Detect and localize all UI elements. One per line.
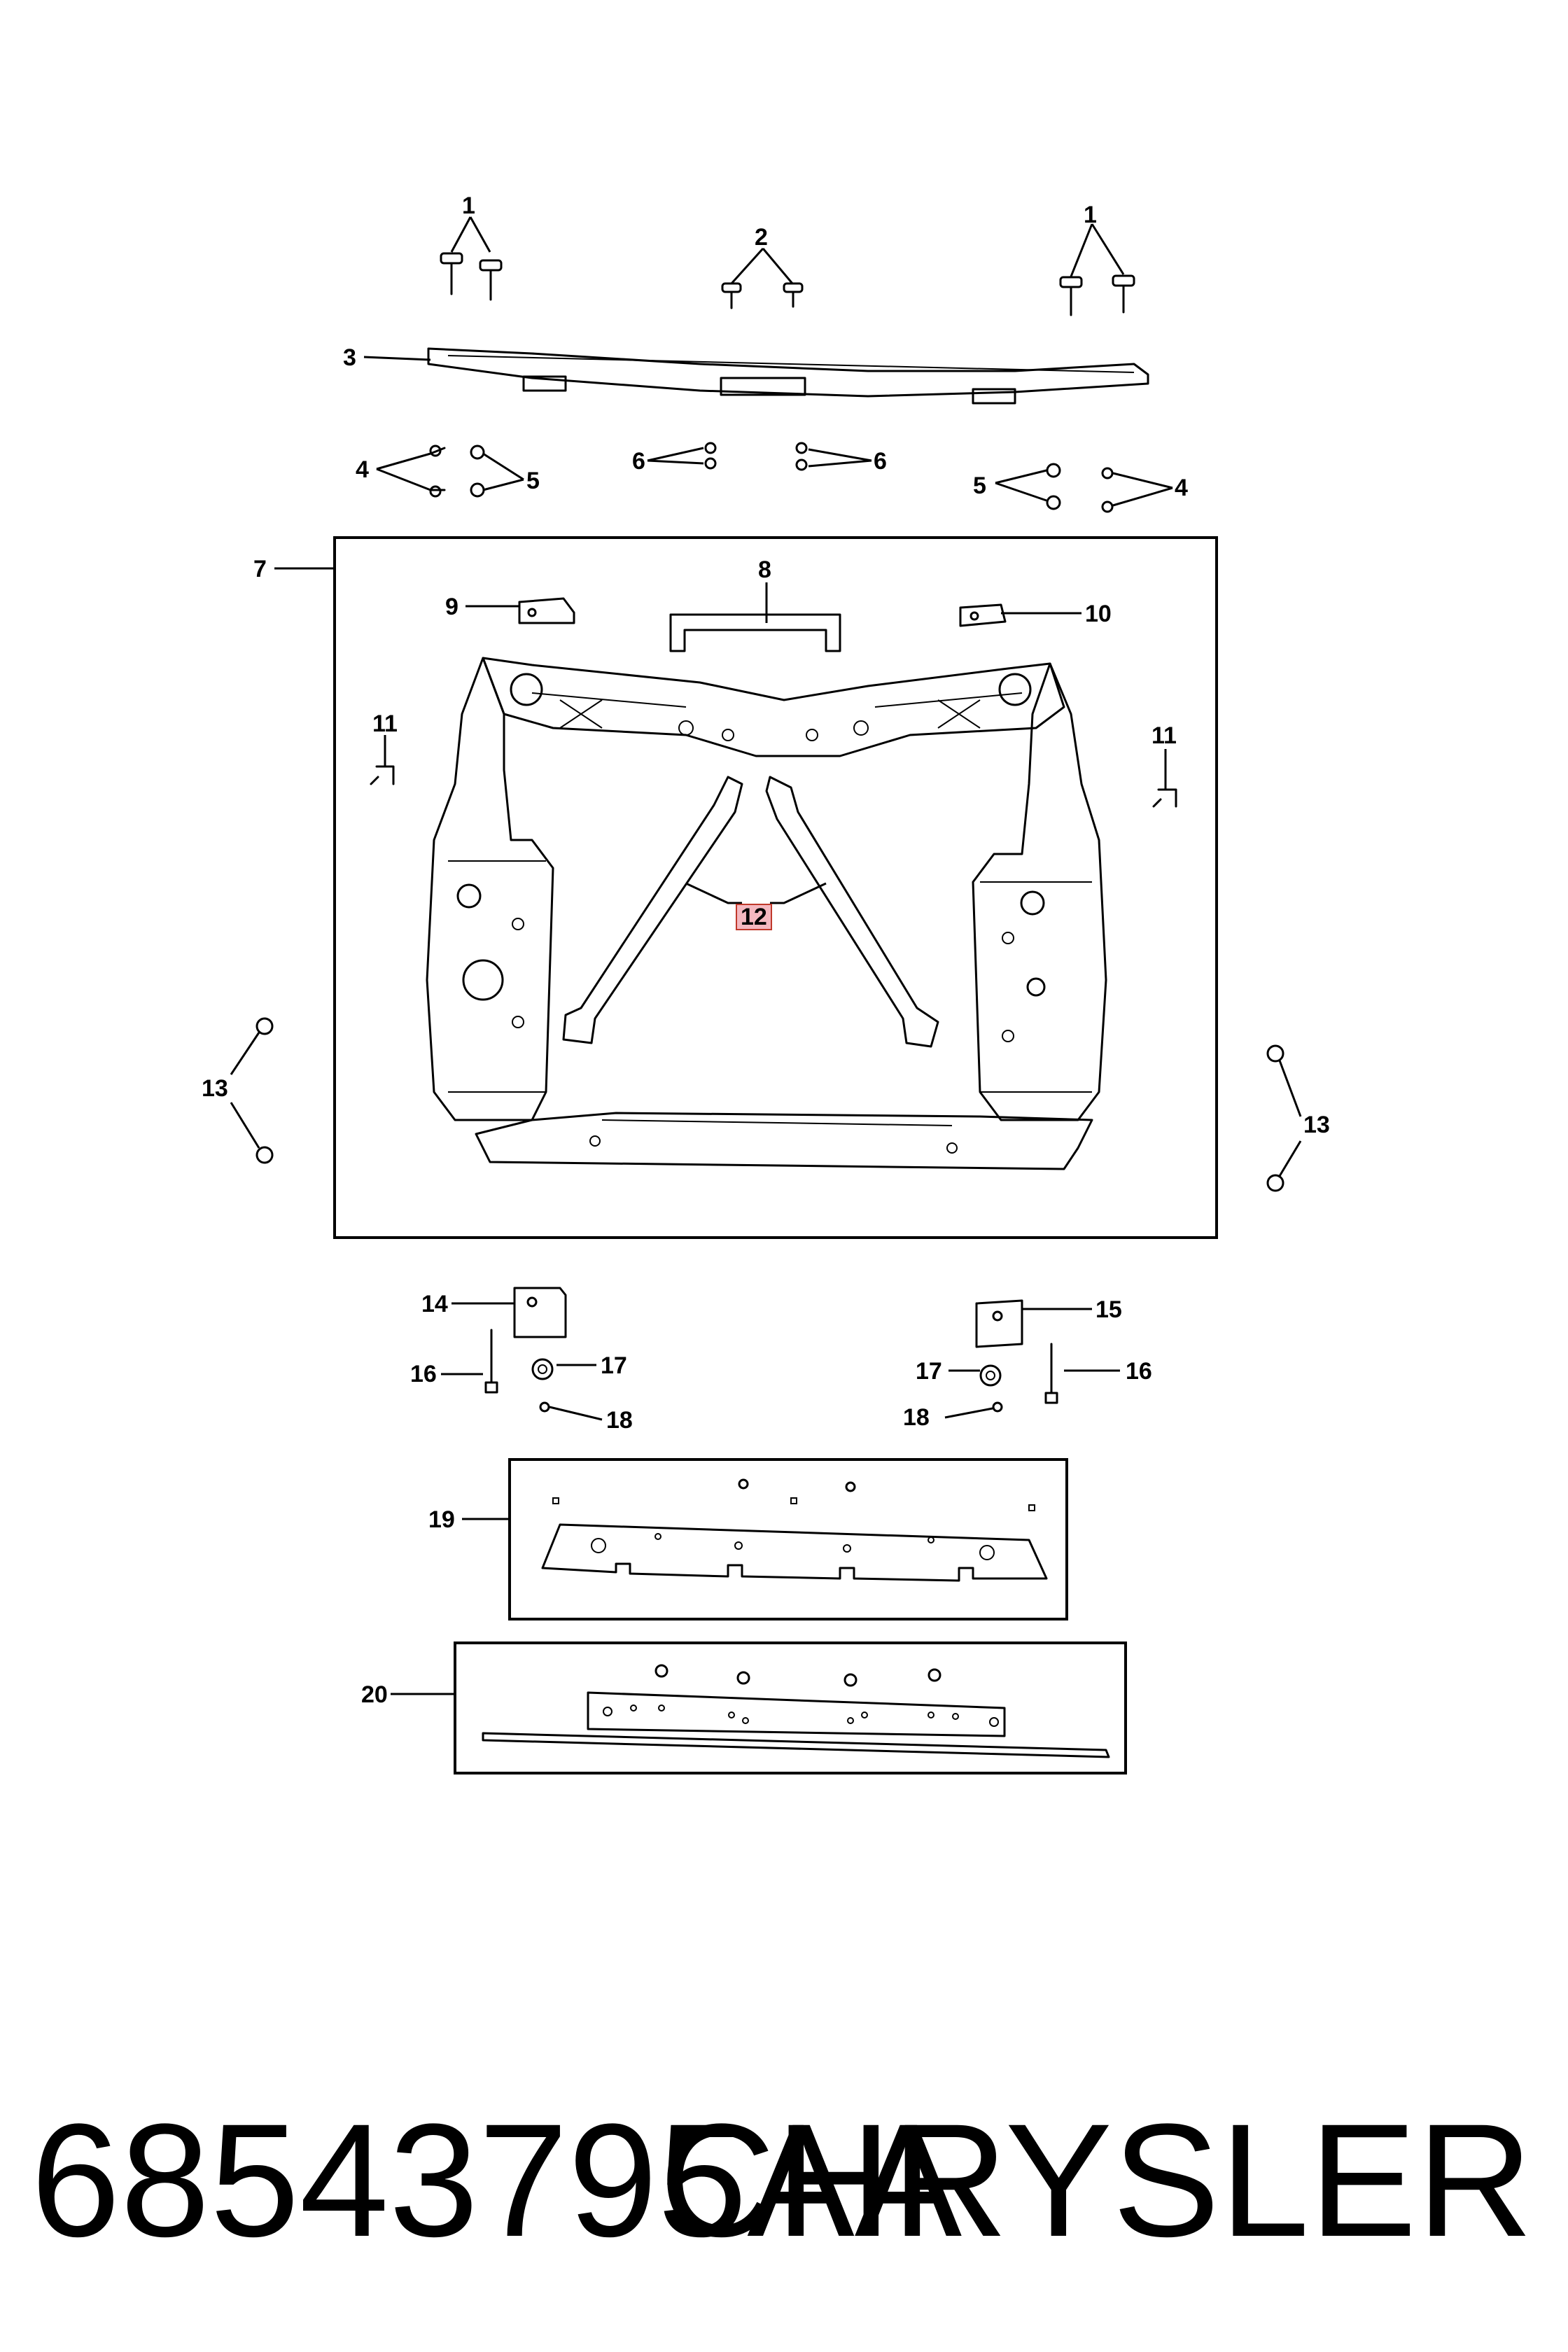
callout-5-left[interactable]: 5 bbox=[526, 468, 540, 494]
nut-17-right[interactable] bbox=[948, 1364, 1002, 1387]
callout-14[interactable]: 14 bbox=[421, 1291, 448, 1317]
callout-15[interactable]: 15 bbox=[1096, 1296, 1122, 1323]
clips-center[interactable] bbox=[647, 442, 872, 471]
callout-4-right[interactable]: 4 bbox=[1175, 475, 1188, 501]
callout-11-left[interactable]: 11 bbox=[372, 710, 398, 737]
radiator-support-box[interactable] bbox=[333, 536, 1218, 1239]
callout-13-right[interactable]: 13 bbox=[1303, 1112, 1330, 1138]
callout-18-left[interactable]: 18 bbox=[606, 1407, 633, 1434]
callout-20[interactable]: 20 bbox=[361, 1681, 388, 1708]
bolt-16-right[interactable] bbox=[1044, 1343, 1120, 1404]
upper-seal-8[interactable] bbox=[669, 582, 841, 652]
callout-19[interactable]: 19 bbox=[428, 1506, 455, 1533]
bracket-9[interactable] bbox=[465, 597, 575, 624]
lower-shield-20[interactable] bbox=[482, 1664, 1110, 1758]
callout-2[interactable]: 2 bbox=[755, 224, 768, 251]
clip-18-right[interactable] bbox=[944, 1401, 1003, 1419]
shield-19-box[interactable] bbox=[508, 1458, 1068, 1620]
callout-16-right[interactable]: 16 bbox=[1126, 1358, 1152, 1385]
callout-12-highlight bbox=[736, 904, 772, 930]
callout-17-left[interactable]: 17 bbox=[601, 1352, 627, 1379]
callout-8[interactable]: 8 bbox=[758, 556, 771, 583]
callout-6-left[interactable]: 6 bbox=[632, 448, 645, 475]
callout-13-left[interactable]: 13 bbox=[202, 1075, 228, 1102]
callout-16-left[interactable]: 16 bbox=[410, 1361, 437, 1387]
radiator-support-frame[interactable] bbox=[426, 657, 1107, 1170]
brand-name: CHRYSLER bbox=[659, 2090, 1533, 2270]
clips-right[interactable] bbox=[995, 463, 1173, 513]
bolt-16-left[interactable] bbox=[441, 1329, 498, 1394]
bracket-15[interactable] bbox=[975, 1299, 1092, 1348]
callout-12[interactable]: 12 bbox=[741, 904, 767, 930]
callout-9[interactable]: 9 bbox=[445, 594, 458, 620]
bolts-13-right[interactable] bbox=[1266, 1044, 1302, 1192]
clip-11-right[interactable] bbox=[1152, 749, 1177, 808]
callout-6-right[interactable]: 6 bbox=[874, 448, 887, 475]
clip-11-left[interactable] bbox=[370, 735, 395, 785]
callout-1-left[interactable]: 1 bbox=[462, 192, 475, 219]
callout-7[interactable]: 7 bbox=[253, 556, 267, 582]
shield-20-box[interactable] bbox=[454, 1642, 1127, 1774]
nut-17-left[interactable] bbox=[531, 1358, 596, 1380]
callout-10[interactable]: 10 bbox=[1085, 601, 1112, 627]
callout-4-left[interactable]: 4 bbox=[356, 456, 369, 483]
callout-18-right[interactable]: 18 bbox=[903, 1404, 930, 1431]
bolt-group-1-right[interactable] bbox=[1059, 223, 1135, 316]
bolt-group-2[interactable] bbox=[721, 247, 804, 309]
diagonal-braces-12[interactable] bbox=[562, 776, 939, 1048]
bracket-14[interactable] bbox=[451, 1287, 567, 1338]
callout-1-right[interactable]: 1 bbox=[1084, 202, 1097, 228]
bolt-group-1-left[interactable] bbox=[440, 216, 503, 301]
callout-3[interactable]: 3 bbox=[343, 344, 356, 371]
lower-shield-19[interactable] bbox=[541, 1478, 1048, 1582]
bolts-13-left[interactable] bbox=[230, 1017, 274, 1164]
callout-17-right[interactable]: 17 bbox=[916, 1358, 942, 1385]
part-number: 68543795AA bbox=[31, 2090, 962, 2270]
callout-11-right[interactable]: 11 bbox=[1152, 722, 1177, 749]
clips-left[interactable] bbox=[376, 444, 524, 498]
callout-5-right[interactable]: 5 bbox=[973, 472, 986, 499]
upper-crossmember[interactable] bbox=[363, 347, 1149, 405]
bracket-10[interactable] bbox=[959, 603, 1082, 627]
clip-18-left[interactable] bbox=[539, 1401, 603, 1421]
